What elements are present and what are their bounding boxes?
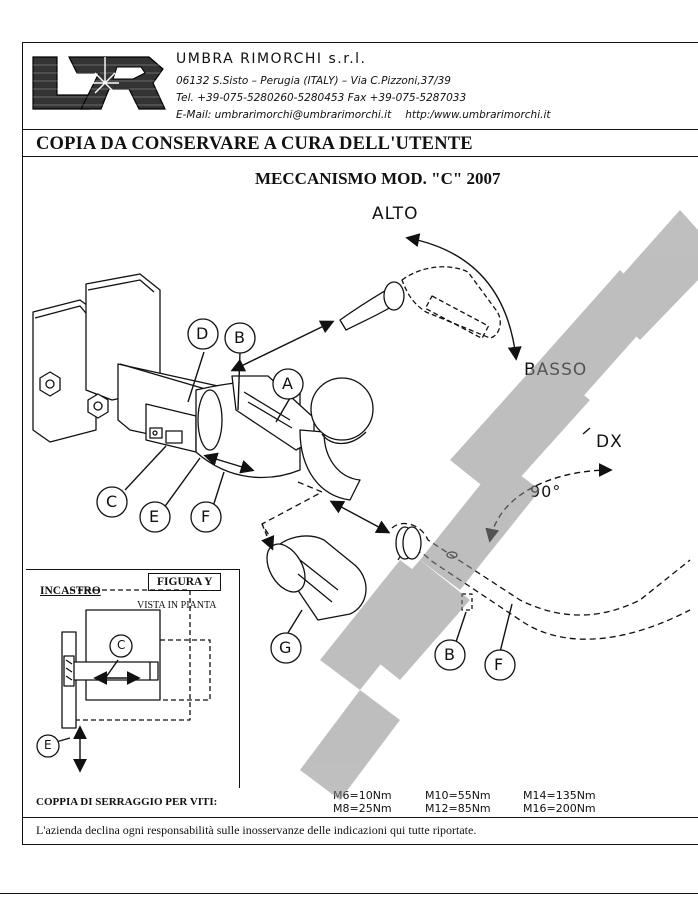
- label-dx: DX: [596, 432, 623, 452]
- incastro-label: INCASTRO: [40, 585, 101, 597]
- label-b: B: [234, 328, 246, 347]
- divider: [23, 156, 698, 157]
- callout-g: [270, 632, 302, 664]
- callout-a: [272, 368, 304, 400]
- label-d: D: [196, 324, 210, 343]
- torque-m14: M14=135Nm: [523, 789, 596, 802]
- label-c: C: [106, 492, 119, 511]
- email: E-Mail: umbrarimorchi@umbrarimorchi.it: [176, 109, 392, 121]
- callout-f: [190, 501, 222, 533]
- phone-line: Tel. +39-075-5280260-5280453 Fax +39-075…: [176, 92, 467, 104]
- torque-m10: M10=55Nm: [425, 789, 491, 802]
- copy-notice: COPIA DA CONSERVARE A CURA DELL'UTENTE: [36, 134, 473, 154]
- company-logo: [29, 55, 167, 111]
- figure-y-box: [26, 569, 240, 788]
- label-f2: F: [494, 655, 505, 674]
- callout-fig-c: [109, 634, 133, 658]
- divider: [23, 817, 698, 818]
- bottom-rule: [0, 893, 698, 894]
- callout-c: [96, 486, 128, 518]
- label-b2: B: [444, 645, 456, 664]
- postal-code: 06132 S.Sisto: [176, 75, 249, 87]
- callout-fig-e: [36, 734, 60, 758]
- header: UMBRA RIMORCHI s.r.l. 06132 S.Sisto – Pe…: [23, 43, 698, 130]
- label-e: E: [149, 507, 161, 526]
- callout-e: [139, 501, 171, 533]
- website-link[interactable]: http:/www.umbrarimorchi.it: [405, 109, 551, 121]
- callout-d: [187, 318, 219, 350]
- figure-label-c: C: [117, 638, 127, 652]
- callout-b2: [434, 639, 466, 671]
- page-title: MECCANISMO MOD. "C" 2007: [255, 169, 501, 188]
- label-g: G: [279, 638, 293, 657]
- callout-b: [224, 322, 256, 354]
- company-name: UMBRA RIMORCHI s.r.l.: [176, 51, 367, 67]
- address-line: 06132 S.Sisto – Perugia (ITALY) – Via C.…: [176, 75, 451, 87]
- label-alto: ALTO: [372, 204, 419, 224]
- disclaimer: L'azienda declina ogni responsabilità su…: [36, 823, 477, 837]
- contact-line: E-Mail: umbrarimorchi@umbrarimorchi.it ht…: [176, 109, 550, 121]
- callout-f2: [484, 649, 516, 681]
- street: Via C.Pizzoni,37/39: [350, 75, 451, 87]
- torque-m16: M16=200Nm: [523, 802, 596, 815]
- label-f: F: [201, 507, 212, 526]
- torque-m6: M6=10Nm: [333, 789, 392, 802]
- document-sheet: UMBRA RIMORCHI s.r.l. 06132 S.Sisto – Pe…: [22, 42, 698, 845]
- torque-label: COPPIA DI SERRAGGIO PER VITI:: [36, 796, 218, 808]
- city: Perugia (ITALY): [260, 75, 339, 87]
- figure-label-e: E: [44, 738, 53, 752]
- label-a: A: [282, 374, 294, 393]
- plan-view-label: VISTA IN PIANTA: [137, 600, 217, 611]
- torque-m8: M8=25Nm: [333, 802, 392, 815]
- torque-m12: M12=85Nm: [425, 802, 491, 815]
- label-angle: 90°: [530, 482, 562, 501]
